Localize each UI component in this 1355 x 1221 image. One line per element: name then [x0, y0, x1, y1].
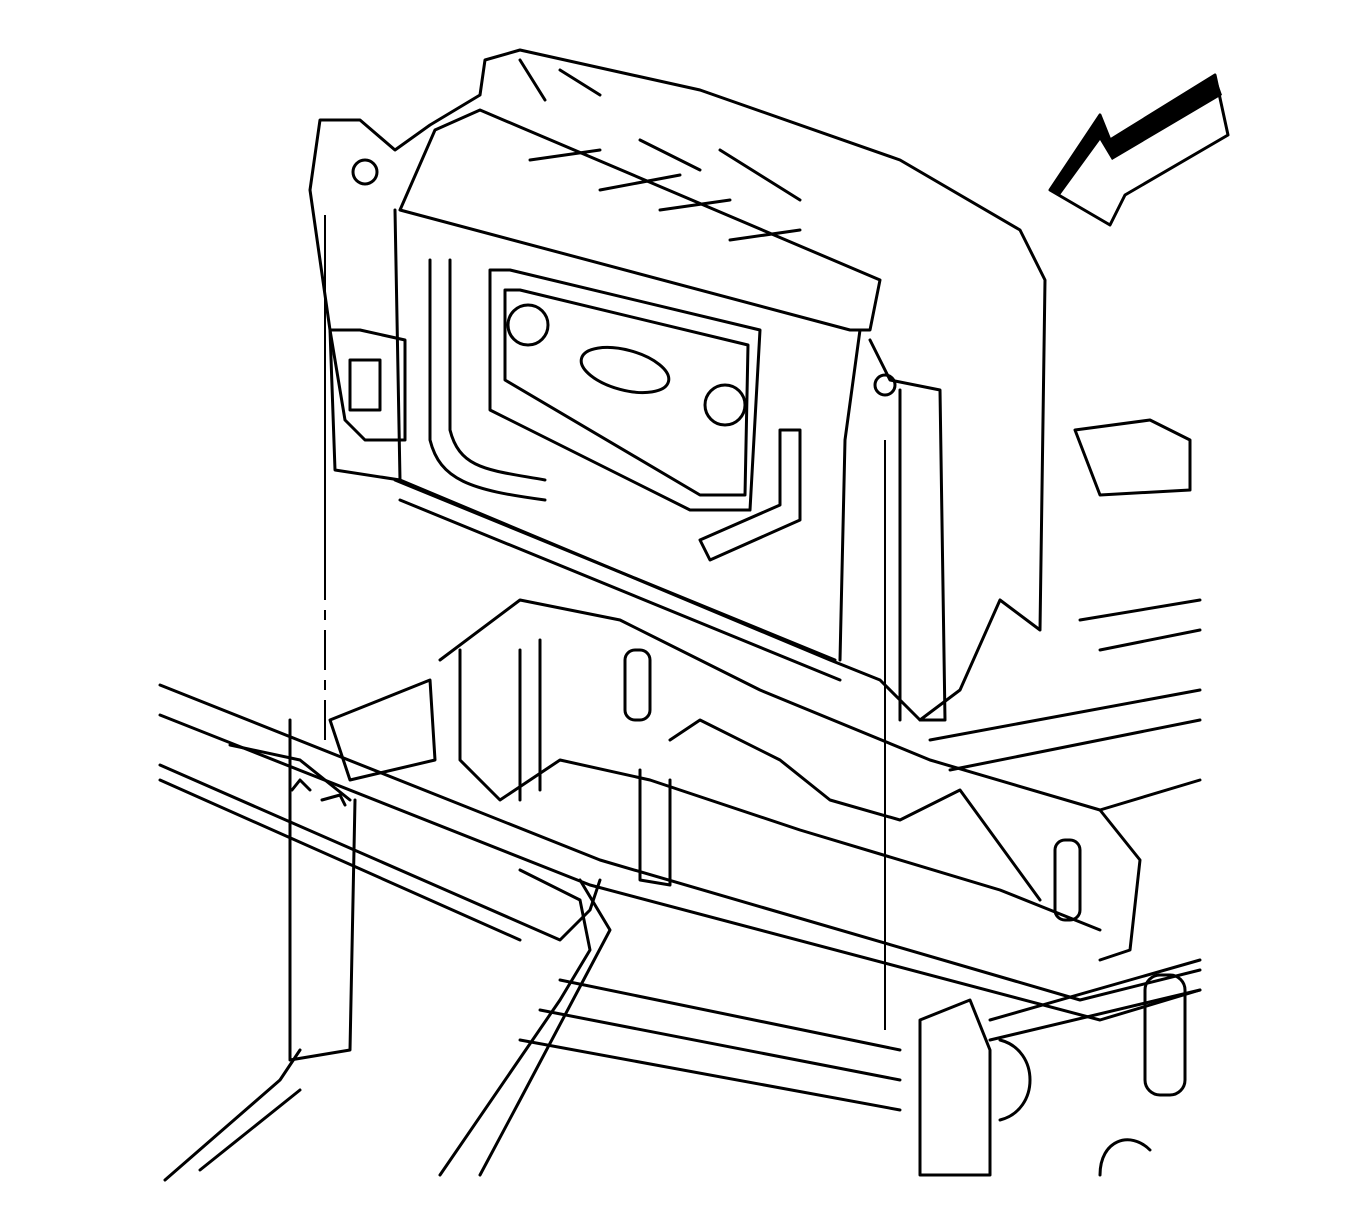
- direction-arrow-icon: [1048, 73, 1230, 227]
- alignment-lines: [324, 215, 886, 1030]
- upper-panel-assembly: [308, 48, 1047, 722]
- lower-body-structure: [158, 418, 1202, 1182]
